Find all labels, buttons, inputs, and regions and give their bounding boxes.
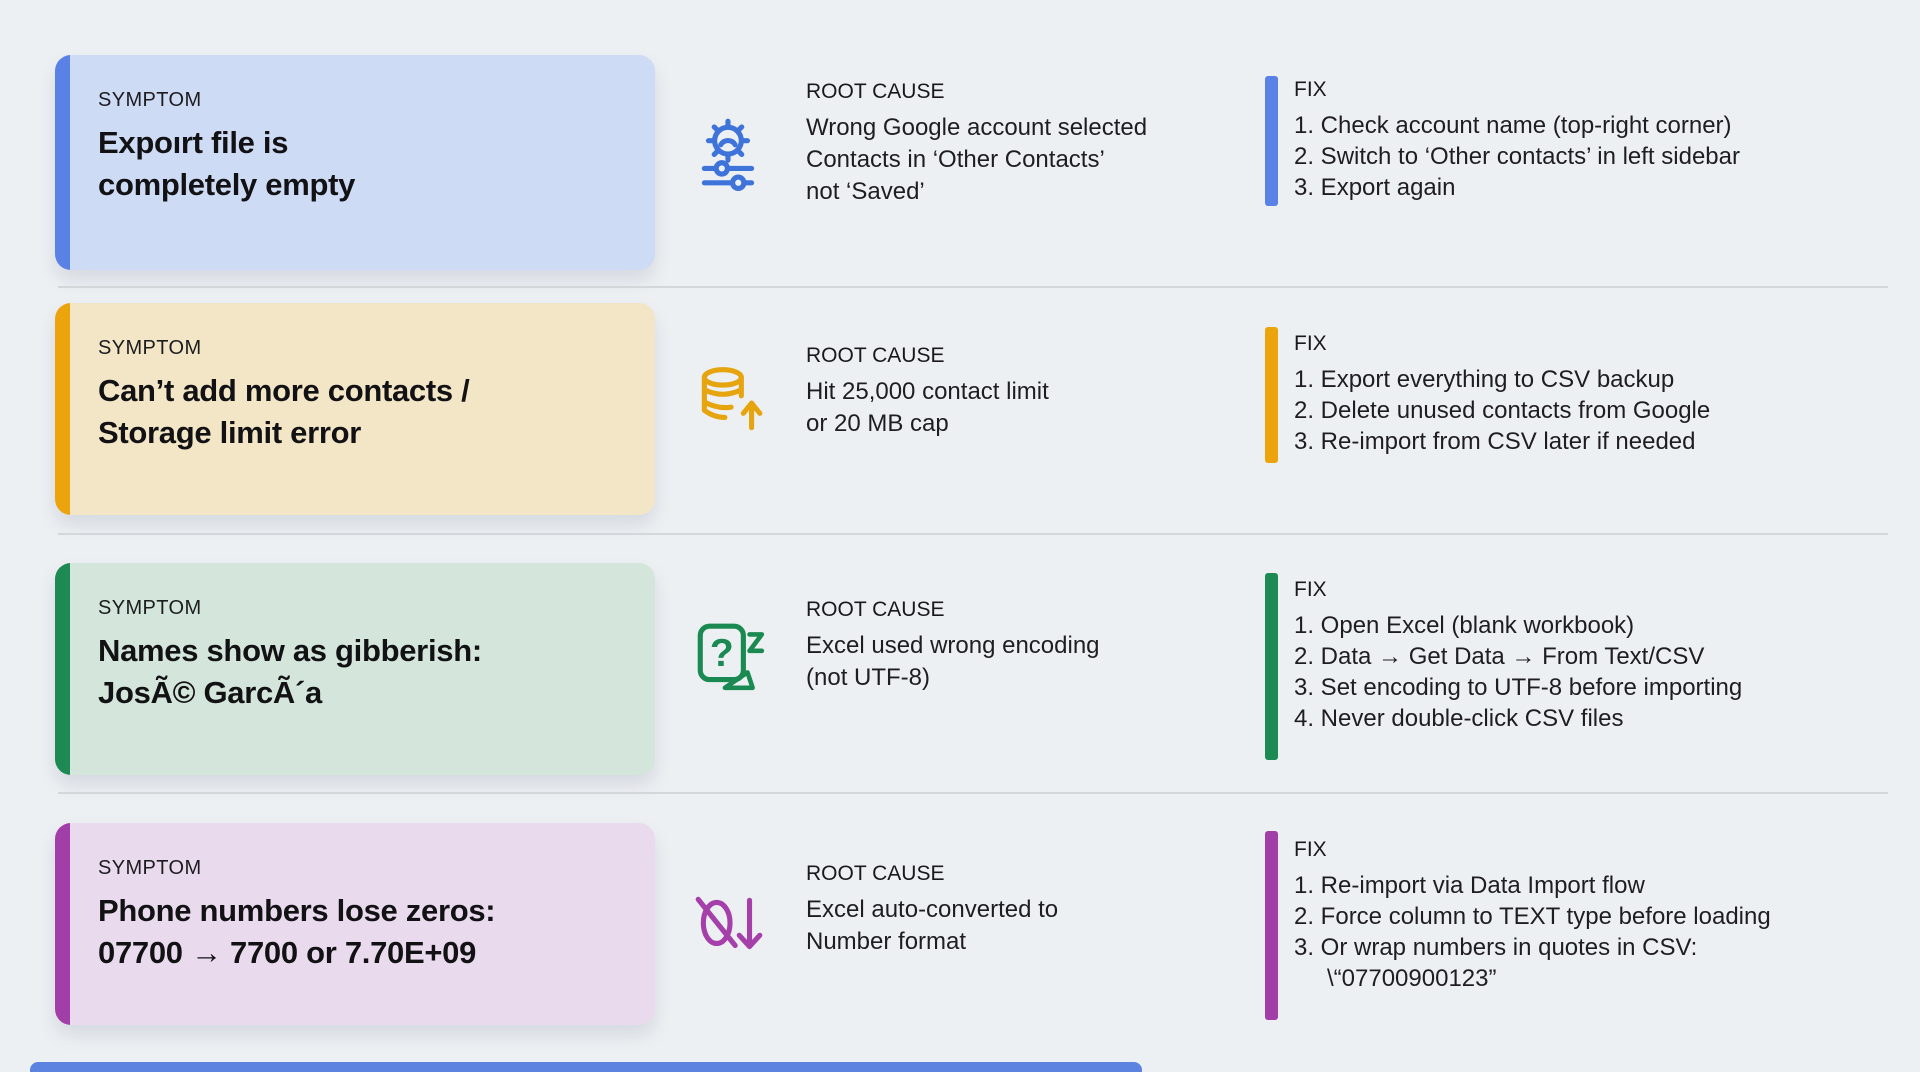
root-cause-block: ROOT CAUSE Excel auto-converted to Numbe…: [806, 862, 1058, 958]
fix-step: 1. Open Excel (blank workbook): [1294, 612, 1635, 639]
symptom-title-line: Names show as gibberish:: [98, 633, 482, 668]
fix-step: 1. Check account name (top-right corner): [1294, 112, 1732, 139]
fix-step: 1. Re-import via Data Import flow: [1294, 872, 1645, 899]
fix-accent-bar: [1265, 573, 1278, 760]
fix-label: FIX: [1294, 578, 1327, 601]
fix-accent-bar: [1265, 327, 1278, 463]
svg-text:?: ?: [710, 632, 734, 675]
symptom-title-line: Expoırt file is: [98, 125, 289, 160]
root-cause-label: ROOT CAUSE: [806, 80, 945, 103]
fix-label: FIX: [1294, 838, 1327, 861]
row-divider: [58, 792, 1888, 794]
symptom-title: Names show as gibberish: JosÃ© GarcÃ´a: [98, 630, 482, 714]
symptom-title-line: Phone numbers lose zeros:: [98, 893, 496, 928]
fix-block: FIX 1. Open Excel (blank workbook) 2. Da…: [1294, 578, 1742, 734]
settings-sliders-icon: [690, 114, 768, 192]
root-cause-line: Contacts in ‘Other Contacts’: [806, 146, 1105, 173]
symptom-title-line: 07700 → 7700 or 7.70E+09: [98, 935, 477, 970]
symptom-card: SYMPTOM Names show as gibberish: JosÃ© G…: [55, 563, 655, 775]
symptom-title-line: Storage limit error: [98, 415, 362, 450]
fix-step: 3. Or wrap numbers in quotes in CSV:: [1294, 934, 1698, 961]
fix-block: FIX 1. Check account name (top-right cor…: [1294, 78, 1740, 203]
row-divider: [58, 286, 1888, 288]
row-divider: [58, 533, 1888, 535]
fix-step: 3. Re-import from CSV later if needed: [1294, 428, 1696, 455]
fix-label: FIX: [1294, 78, 1327, 101]
fix-step: 2. Force column to TEXT type before load…: [1294, 903, 1771, 930]
symptom-label: SYMPTOM: [98, 89, 202, 111]
zero-slash-down-icon: [690, 886, 768, 964]
root-cause-line: Wrong Google account selected: [806, 114, 1148, 141]
fix-accent-bar: [1265, 76, 1278, 206]
root-cause-line: or 20 MB cap: [806, 410, 949, 437]
symptom-label: SYMPTOM: [98, 597, 202, 619]
symptom-title: Expoırt file is completely empty: [98, 122, 355, 206]
root-cause-block: ROOT CAUSE Excel used wrong encoding (no…: [806, 598, 1100, 694]
root-cause-label: ROOT CAUSE: [806, 344, 945, 367]
root-cause-line: Excel auto-converted to: [806, 896, 1059, 923]
root-cause-block: ROOT CAUSE Wrong Google account selected…: [806, 80, 1147, 208]
fix-block: FIX 1. Export everything to CSV backup 2…: [1294, 332, 1710, 457]
fix-step: 1. Export everything to CSV backup: [1294, 366, 1675, 393]
root-cause-block: ROOT CAUSE Hit 25,000 contact limit or 2…: [806, 344, 1049, 440]
fix-step: 2. Switch to ‘Other contacts’ in left si…: [1294, 143, 1740, 170]
fix-step: 2. Data → Get Data → From Text/CSV: [1294, 643, 1705, 670]
root-cause-line: Hit 25,000 contact limit: [806, 378, 1049, 405]
symptom-label: SYMPTOM: [98, 857, 202, 879]
symptom-card: SYMPTOM Expoırt file is completely empty: [55, 55, 655, 270]
symptom-label: SYMPTOM: [98, 337, 202, 359]
symptom-title-line: Can’t add more contacts /: [98, 373, 470, 408]
symptom-title-line: JosÃ© GarcÃ´a: [98, 675, 322, 710]
encoding-question-icon: ?: [690, 618, 768, 696]
card-accent-bar: [55, 303, 70, 515]
fix-label: FIX: [1294, 332, 1327, 355]
fix-accent-bar: [1265, 831, 1278, 1020]
root-cause-line: (not UTF-8): [806, 664, 931, 691]
card-accent-bar: [55, 823, 70, 1025]
root-cause-label: ROOT CAUSE: [806, 862, 945, 885]
root-cause-line: Number format: [806, 928, 967, 955]
fix-step: 4. Never double-click CSV files: [1294, 705, 1624, 732]
symptom-title: Phone numbers lose zeros: 07700 → 7700 o…: [98, 890, 496, 974]
fix-step: 2. Delete unused contacts from Google: [1294, 397, 1711, 424]
fix-step-continuation: \“07700900123”: [1327, 965, 1497, 992]
root-cause-line: Excel used wrong encoding: [806, 632, 1100, 659]
cutoff-card-top-edge: [30, 1062, 1142, 1072]
fix-step: 3. Set encoding to UTF-8 before importin…: [1294, 674, 1743, 701]
fix-block: FIX 1. Re-import via Data Import flow 2.…: [1294, 838, 1771, 994]
card-accent-bar: [55, 55, 70, 270]
database-limit-icon: [690, 362, 768, 440]
root-cause-line: not ‘Saved’: [806, 178, 925, 205]
fix-step: 3. Export again: [1294, 174, 1456, 201]
card-accent-bar: [55, 563, 70, 775]
symptom-title-line: completely empty: [98, 167, 356, 202]
symptom-card: SYMPTOM Phone numbers lose zeros: 07700 …: [55, 823, 655, 1025]
symptom-card: SYMPTOM Can’t add more contacts / Storag…: [55, 303, 655, 515]
root-cause-label: ROOT CAUSE: [806, 598, 945, 621]
symptom-title: Can’t add more contacts / Storage limit …: [98, 370, 470, 454]
